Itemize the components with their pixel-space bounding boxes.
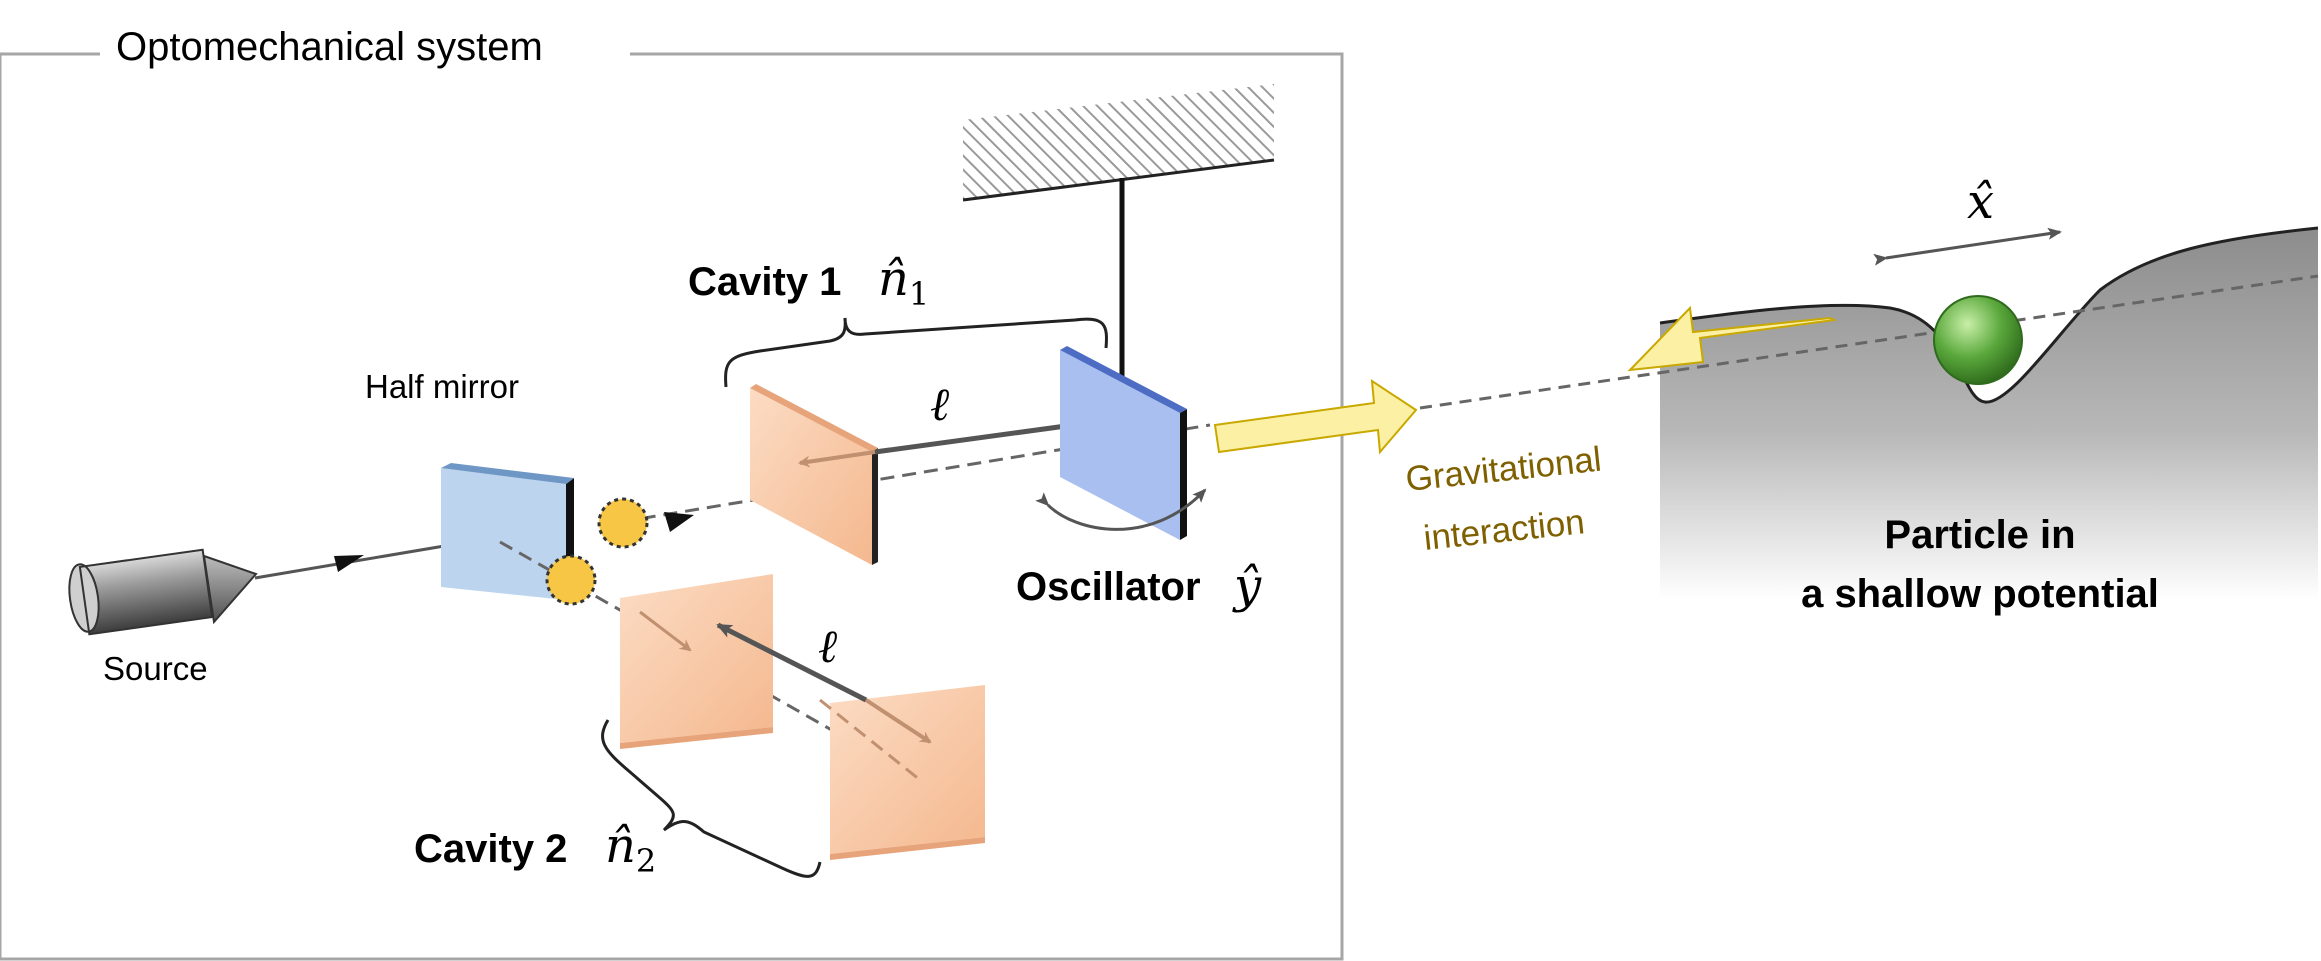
photon-upper [597,497,649,549]
cavity2-mirror-b [830,685,985,860]
gravitational-label-line1: Gravitational [1404,440,1603,499]
cavity2-mirror-a [620,574,773,749]
particle-ball [1933,295,2023,385]
cavity1-beam [619,423,1211,524]
cavity1-light-arrow [798,450,876,468]
cavity1-beam-arrowhead [664,512,694,532]
particle-axis-line [1419,274,2319,410]
oscillator-to-particle-arrow [1213,379,1418,455]
input-beam-arrowhead [334,555,364,572]
half-mirror-label: Half mirror [365,368,519,405]
cavity2-length-label: ℓ [818,619,838,673]
source-label: Source [103,650,208,687]
input-beam [254,540,469,580]
particle-position-label: x̂ [1967,174,1994,230]
ceiling-support [962,84,1275,202]
oscillator-rotation-arrow [1035,488,1207,531]
cavity2-incoming-arrow [639,610,692,652]
cavity1-brace [724,317,1108,388]
cavity1-name: Cavity 1 [688,260,841,304]
oscillator-operator: ŷ [1232,558,1262,614]
cavity1-length-label: ℓ [930,377,950,431]
cavity2-length-arrow [716,622,868,703]
optomechanical-frame: Optomechanical system [0,25,1344,961]
source-laser [68,548,258,636]
cavity2-light-arrow [864,698,932,744]
gravitational-label-line2: interaction [1422,502,1587,558]
cavity2-name: Cavity 2 [414,827,567,871]
particle-displacement-arrow [1873,227,2062,266]
particle-label-line1: Particle in [1884,513,2075,557]
cavity2-operator: n̂2 [605,818,656,880]
photon-lower [545,554,597,606]
particle-to-oscillator-arrow [1627,305,1838,372]
cavity1-mirror [750,384,878,565]
oscillator-name: Oscillator [1016,565,1201,609]
frame-title: Optomechanical system [116,25,543,69]
cavity1-operator: n̂1 [878,251,929,313]
particle-label-line2: a shallow potential [1801,572,2159,616]
cavity2-brace [601,719,822,878]
